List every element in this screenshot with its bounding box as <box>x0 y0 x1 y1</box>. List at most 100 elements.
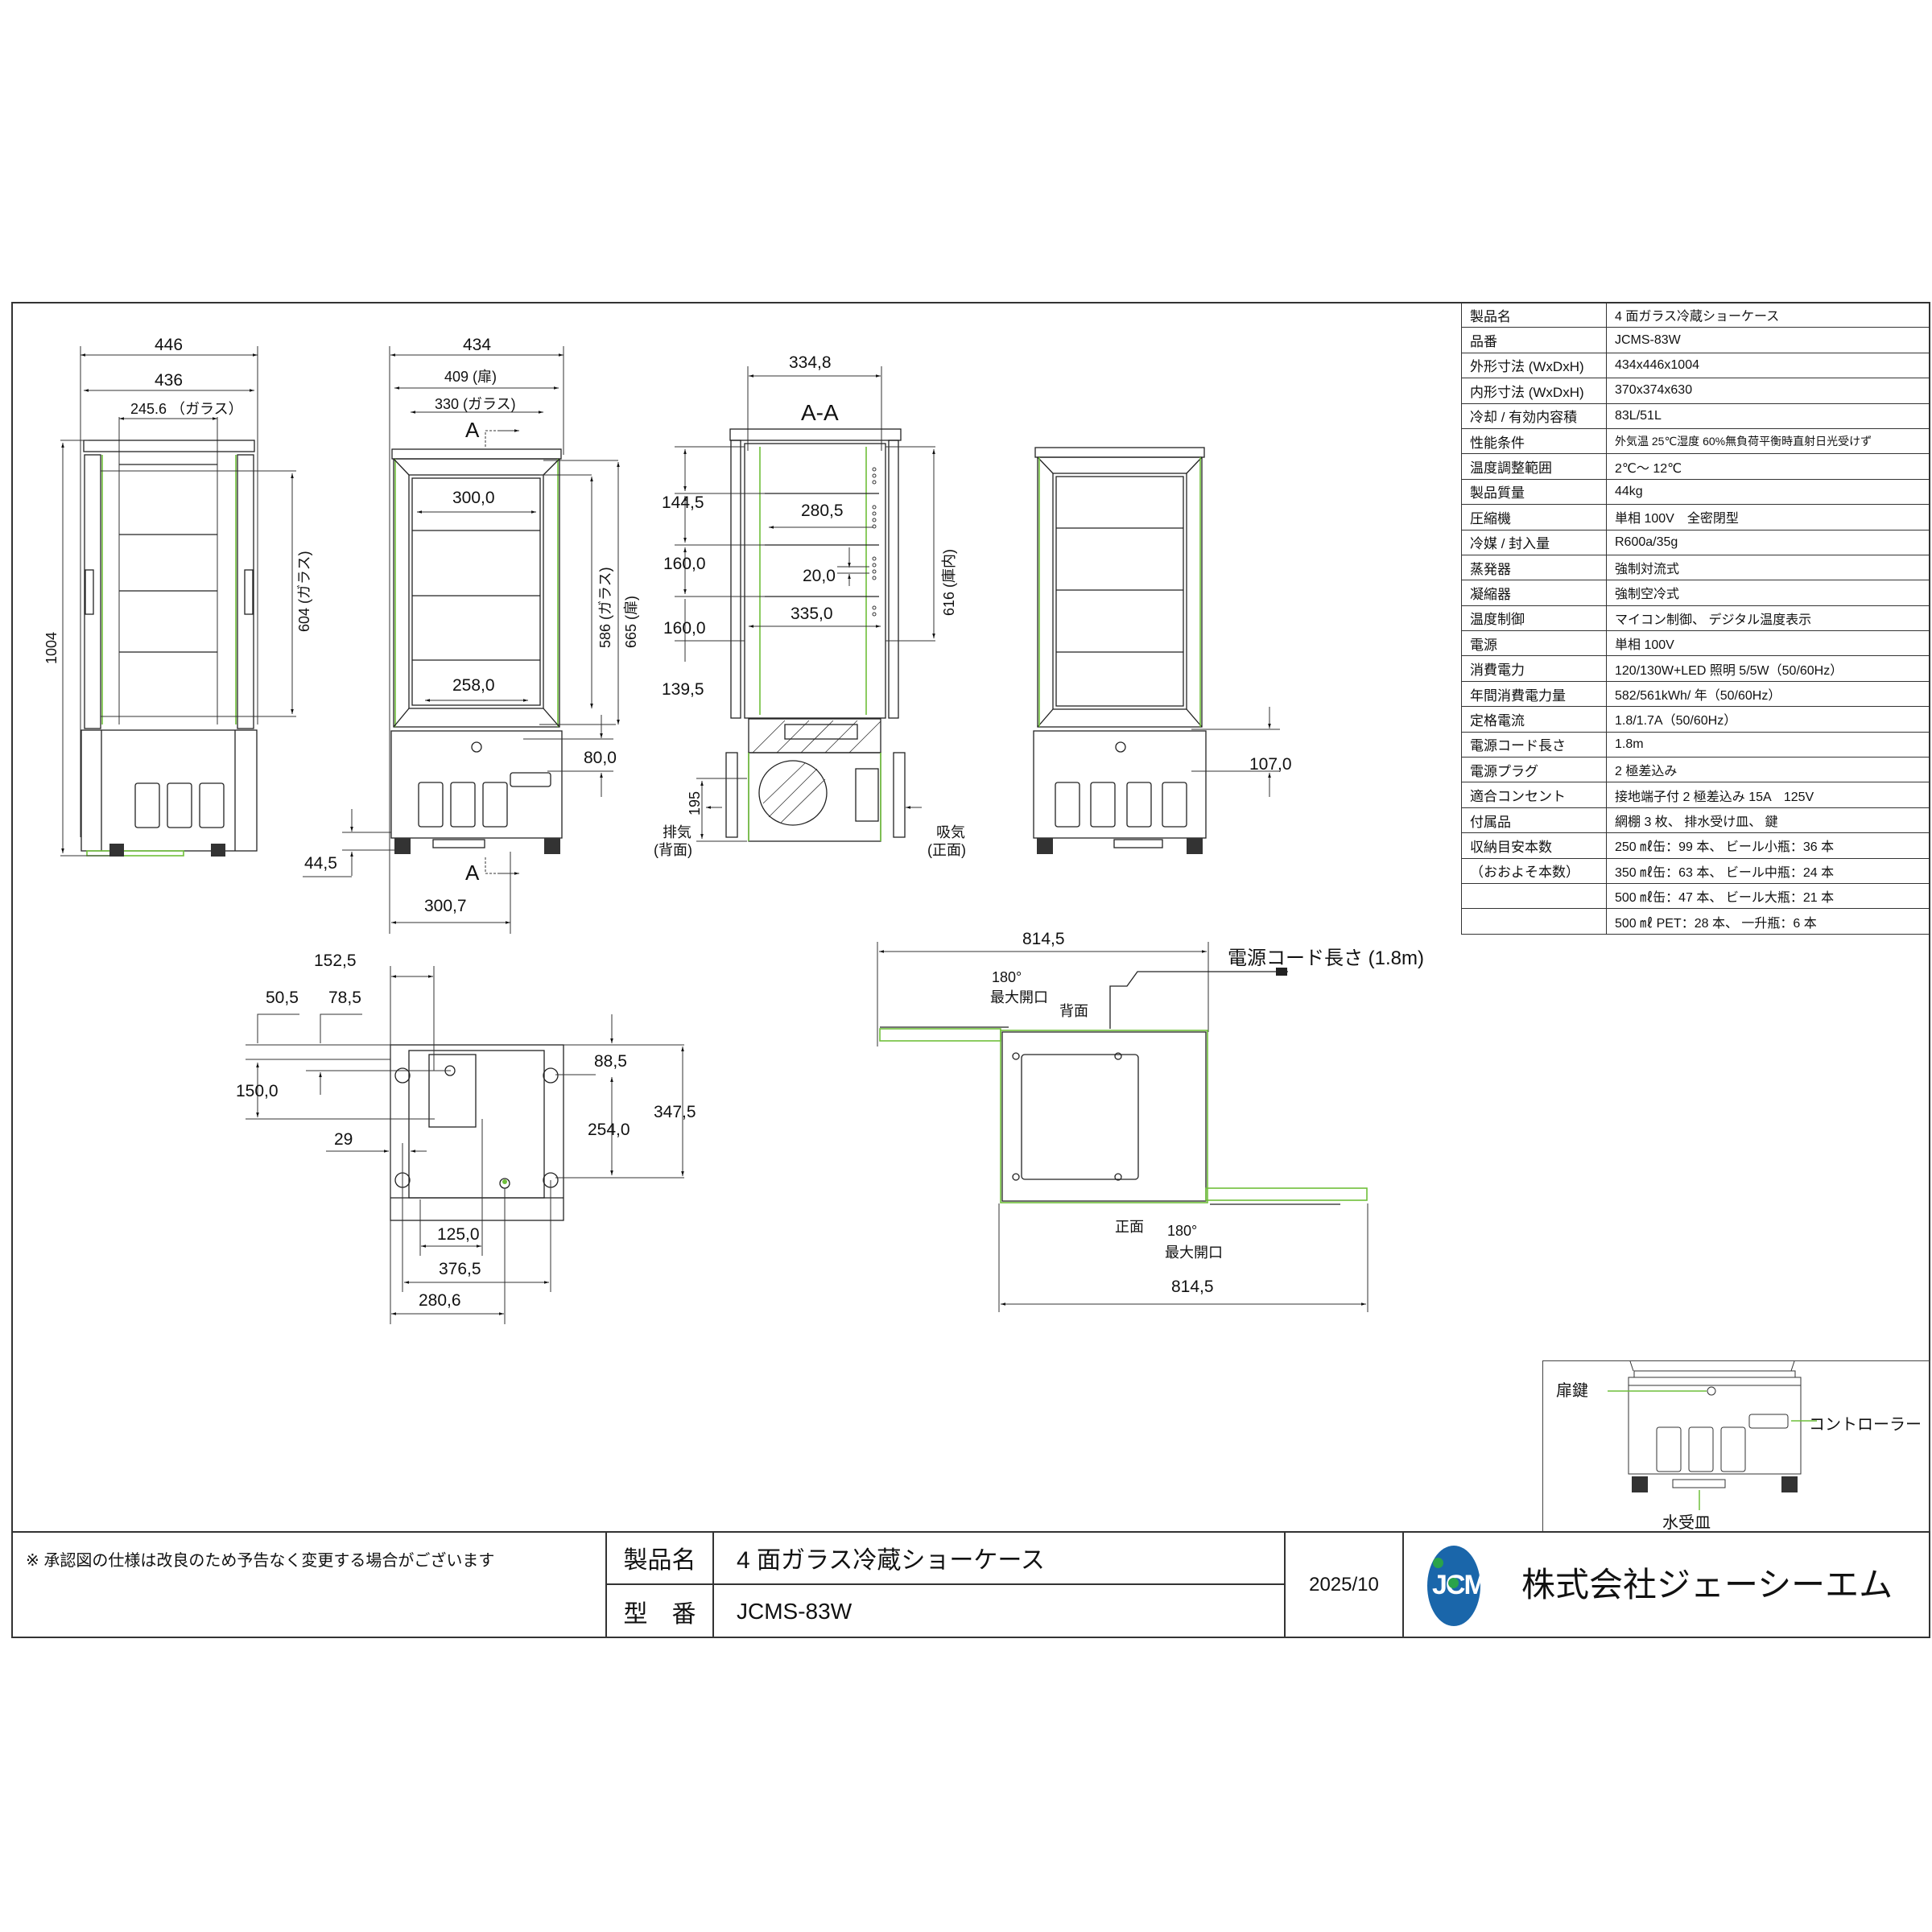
model-value: JCMS-83W <box>714 1585 1286 1638</box>
spec-row: 500 ㎖ PET：28 本、 一升瓶：6 本 <box>1461 908 1930 935</box>
spec-row: 内形寸法 (WxDxH)370x374x630 <box>1461 378 1930 404</box>
spec-row: 圧縮機単相 100V 全密閉型 <box>1461 504 1930 530</box>
dim-150: 150,0 <box>236 1082 279 1100</box>
bottom-view: 152,5 50,5 78,5 150,0 29 88,5 254,0 347,… <box>236 952 696 1324</box>
spec-row: （おおよそ本数）350 ㎖缶：63 本、 ビール中瓶：24 本 <box>1461 857 1930 884</box>
dim-50-5: 50,5 <box>266 989 299 1007</box>
logo-dot-center <box>1448 1578 1459 1588</box>
dim-88-5: 88,5 <box>594 1052 627 1071</box>
bottom-feet <box>394 1067 559 1188</box>
dim-409-door: 409 (扉) <box>444 369 497 385</box>
dim-139-5: 139,5 <box>662 680 704 699</box>
shelf-support-holes <box>872 467 877 617</box>
dim-604-glass: 604 (ガラス) <box>296 551 312 632</box>
back-label: 背面 <box>1059 1003 1088 1019</box>
rear-vents <box>1055 782 1187 828</box>
dim-300: 300,0 <box>452 489 495 507</box>
dim-300-7: 300,7 <box>424 897 467 915</box>
dim-78-5: 78,5 <box>328 989 361 1007</box>
dim-125: 125,0 <box>437 1225 480 1244</box>
date: 2025/10 <box>1286 1531 1404 1638</box>
dim-814-5-bottom: 814,5 <box>1171 1278 1214 1296</box>
section-mark-bottom: A <box>465 861 480 885</box>
title-block <box>11 1531 1930 1638</box>
dim-280-6: 280,6 <box>419 1291 461 1310</box>
product-name-label: 製品名 <box>607 1531 714 1585</box>
logo-dot-top <box>1433 1558 1443 1568</box>
spec-row: 温度制御マイコン制御、 デジタル温度表示 <box>1461 605 1930 632</box>
top-view: 814,5 電源コード長さ (1.8m) 180° 最大開口 背面 正面 180… <box>877 930 1424 1312</box>
dim-258: 258,0 <box>452 676 495 695</box>
dim-665-door: 665 (扉) <box>623 596 639 648</box>
section-title: A-A <box>801 400 839 425</box>
spec-row: 性能条件外気温 25℃湿度 60%無負荷平衡時直射日光受けず <box>1461 427 1930 455</box>
spec-row: 凝縮器強制空冷式 <box>1461 580 1930 606</box>
lower-unit-inset: 扉鍵 コントローラー 水受皿 <box>1542 1360 1930 1532</box>
dim-44-5: 44,5 <box>304 854 337 873</box>
angle-back-label: 最大開口 <box>990 989 1048 1005</box>
dim-376-5: 376,5 <box>439 1260 481 1278</box>
dim-347-5: 347,5 <box>654 1103 696 1121</box>
dim-436: 436 <box>155 371 183 390</box>
model-label: 型 番 <box>607 1585 714 1638</box>
cord-length-label: 電源コード長さ (1.8m) <box>1228 947 1424 969</box>
door-lock-label: 扉鍵 <box>1556 1382 1588 1400</box>
drawing-frame <box>11 302 1930 1638</box>
lower-unit-drawing <box>1608 1361 1817 1510</box>
logo-text: JCM <box>1432 1570 1487 1600</box>
dim-280-5: 280,5 <box>801 502 844 520</box>
dim-20: 20,0 <box>803 567 836 585</box>
dim-330-glass: 330 (ガラス) <box>435 396 516 412</box>
dim-144-5: 144,5 <box>662 493 704 512</box>
side-view: 446 436 245.6 （ガラス） 1004 604 (ガラス) <box>43 336 312 857</box>
spec-row: 蒸発器強制対流式 <box>1461 554 1930 581</box>
front-vents <box>418 782 508 828</box>
dim-160-b: 160,0 <box>663 619 706 638</box>
spec-row: 付属品網棚 3 枚、 排水受け皿、 鍵 <box>1461 807 1930 834</box>
angle-front-label: 最大開口 <box>1165 1245 1223 1261</box>
dim-334-8: 334,8 <box>789 353 832 372</box>
dim-29: 29 <box>334 1130 353 1149</box>
company-name: 株式会社ジェーシーエム <box>1521 1565 1893 1604</box>
dim-814-5-top: 814,5 <box>1022 930 1065 948</box>
exhaust-sub: (背面) <box>654 842 692 858</box>
intake-label: 吸気 <box>936 824 965 840</box>
intake-sub: (正面) <box>927 842 966 858</box>
dim-616-inner: 616 (庫内) <box>941 549 957 616</box>
dim-586-glass: 586 (ガラス) <box>597 567 613 648</box>
dim-335: 335,0 <box>791 605 833 623</box>
dim-195: 195 <box>687 791 703 815</box>
spec-row: 適合コンセント接地端子付 2 極差込み 15A 125V <box>1461 782 1930 808</box>
section-mark-top: A <box>465 418 480 442</box>
product-name-value: 4 面ガラス冷蔵ショーケース <box>714 1531 1286 1585</box>
dim-107: 107,0 <box>1249 755 1292 774</box>
angle-front: 180° <box>1167 1223 1197 1239</box>
spec-row: 500 ㎖缶：47 本、 ビール大瓶：21 本 <box>1461 882 1930 910</box>
side-vents <box>134 782 225 828</box>
dim-1004: 1004 <box>43 632 60 664</box>
dim-glass-width: 245.6 （ガラス） <box>130 401 243 417</box>
dim-446: 446 <box>155 336 183 354</box>
angle-back: 180° <box>992 969 1022 985</box>
dim-152-5: 152,5 <box>314 952 357 970</box>
rear-view: 107,0 <box>1033 447 1292 854</box>
dim-434: 434 <box>463 336 491 354</box>
controller-label: コントローラー <box>1809 1416 1922 1434</box>
spec-row: 外形寸法 (WxDxH)434x446x1004 <box>1461 352 1930 379</box>
spec-row: 電源単相 100V <box>1461 630 1930 657</box>
drip-tray-label: 水受皿 <box>1662 1514 1711 1532</box>
front-view: 434 409 (扉) 330 (ガラス) A 300,0 258,0 586 … <box>303 336 639 934</box>
